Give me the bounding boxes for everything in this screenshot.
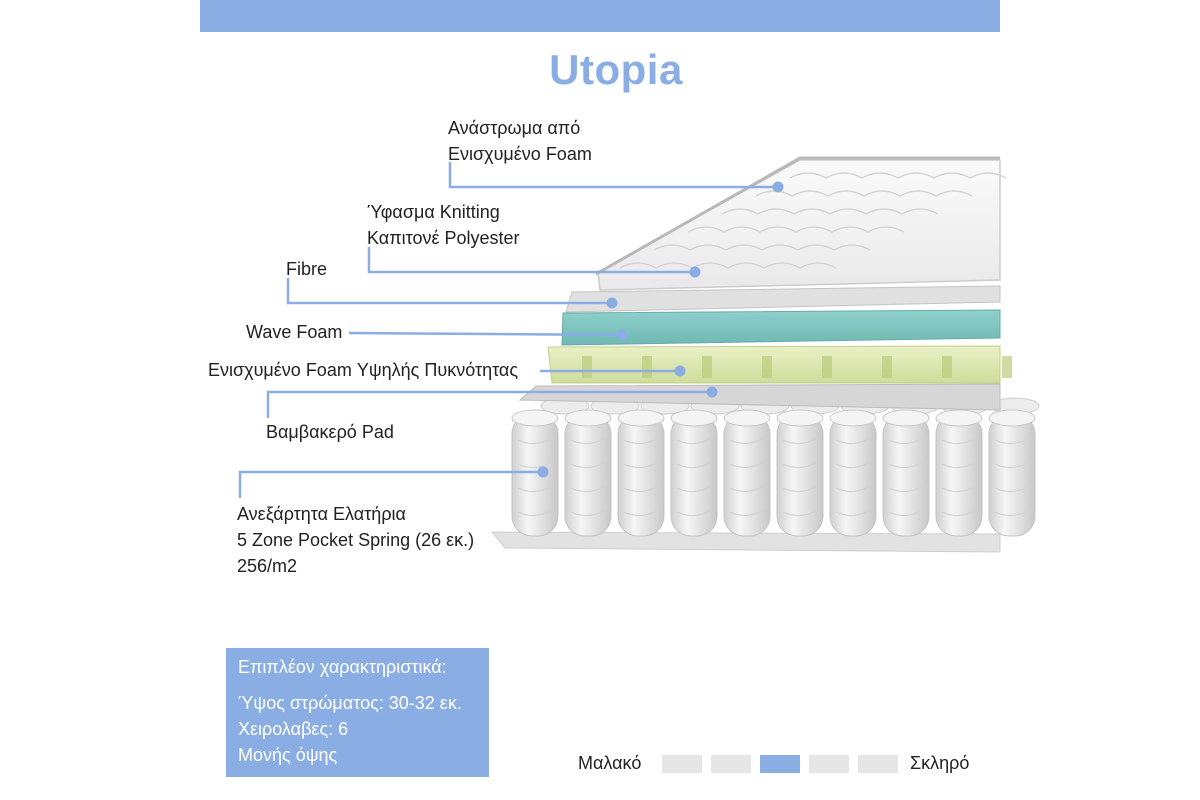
quilt-wave (653, 244, 871, 251)
firmness-hard-label: Σκληρό (910, 753, 970, 773)
leader-line (238, 470, 543, 498)
foam-tile-groove (822, 356, 832, 378)
leader-dot (772, 181, 784, 193)
firmness-segment (662, 755, 702, 773)
features-heading: Επιπλέον χαρακτηριστικά: (238, 657, 447, 677)
foam-tile-groove (762, 356, 772, 378)
cover-piping (595, 156, 1000, 276)
firmness-segment (858, 755, 898, 773)
quilt-wave (755, 190, 973, 197)
layer-label-high-density-foam: Ενισχυμένο Foam Υψηλής Πυκνότητας (208, 360, 519, 380)
pocket-spring (935, 409, 983, 537)
pocket-spring (882, 409, 930, 537)
firmness-segment (760, 755, 800, 773)
leader-dot (706, 386, 718, 398)
spring-top (840, 397, 890, 415)
leader-line (266, 390, 712, 418)
quilt-wave (687, 226, 905, 233)
wave-foam-layer (561, 309, 1001, 346)
quilt-wave-pattern (619, 172, 1007, 269)
layer-label-fibre: Fibre (286, 259, 328, 279)
spring-top (940, 397, 990, 415)
quilted-cover-layer (597, 159, 1001, 291)
spring-top (740, 397, 790, 415)
pocket-spring (511, 409, 559, 537)
product-title: Utopia (549, 46, 683, 93)
foam-tile-groove (702, 356, 712, 378)
foam-tile-groove (882, 356, 892, 378)
foam-tile-groove (642, 356, 652, 378)
leader-line (348, 331, 623, 337)
layer-label-wave-foam: Wave Foam (246, 322, 343, 342)
quilt-wave (721, 208, 939, 215)
foam-tile-groove (1002, 356, 1012, 378)
leader-dot (674, 365, 686, 377)
leader-line (286, 278, 612, 305)
pocket-spring (723, 409, 771, 537)
pocket-spring (564, 409, 612, 537)
spring-top (890, 397, 940, 415)
quilt-wave (789, 172, 1007, 179)
foam-tile-groove (582, 356, 592, 378)
foam-tile-groove (942, 356, 952, 378)
layer-label-cotton-pad: Βαμβακερό Pad (266, 422, 394, 442)
quilt-wave (619, 262, 837, 269)
firmness-segment (711, 755, 751, 773)
pocket-spring (617, 409, 665, 537)
features-panel: Επιπλέον χαρακτηριστικά: Ύψος στρώματος:… (226, 648, 489, 777)
spring-top (640, 397, 690, 415)
foam-tiles-group (582, 356, 1012, 378)
header-bar (200, 0, 1000, 32)
base-fabric (490, 531, 1001, 553)
feature-item: Ύψος στρώματος: 30-32 εκ. (238, 693, 462, 713)
firmness-soft-label: Μαλακό (578, 753, 642, 773)
spring-top (690, 397, 740, 415)
spring-top (540, 397, 590, 415)
pocket-spring (829, 409, 877, 537)
leader-dot (537, 466, 549, 478)
pocket-spring (776, 409, 824, 537)
firmness-segment (809, 755, 849, 773)
pocket-spring (670, 409, 718, 537)
fibre-layer (565, 285, 1001, 313)
cotton-pad-layer (518, 383, 1001, 411)
leader-dot (616, 329, 628, 341)
leader-dot (689, 266, 701, 278)
feature-item: Μονής όψης (238, 745, 338, 765)
spring-top (990, 397, 1040, 415)
feature-item: Χειρολαβες: 6 (238, 719, 349, 739)
pocket-springs-group (511, 397, 1040, 537)
high-density-foam-layer (547, 345, 1001, 384)
leader-dot (606, 297, 618, 309)
spring-top (590, 397, 640, 415)
firmness-scale: Μαλακό Σκληρό (578, 750, 988, 780)
spring-top (790, 397, 840, 415)
pocket-spring (988, 409, 1036, 537)
